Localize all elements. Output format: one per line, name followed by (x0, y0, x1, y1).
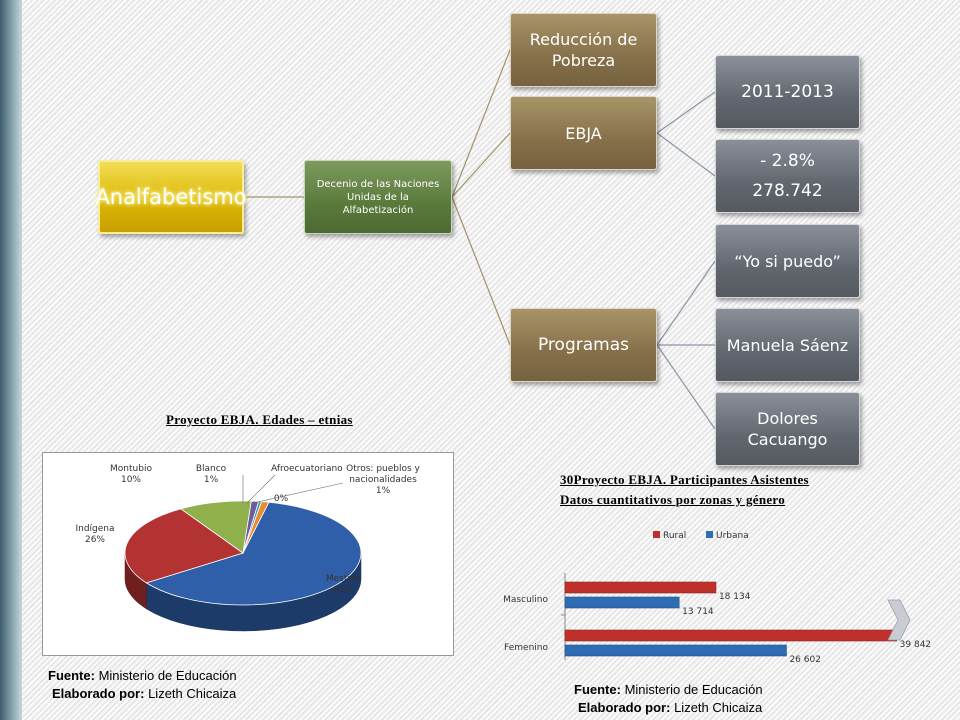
bar-fuente-label: Fuente: (574, 682, 621, 697)
pie-elaborado-label: Elaborado por: (52, 686, 145, 701)
legend-swatch-urbana (706, 531, 713, 538)
connector-decenio-programas (451, 196, 511, 346)
bar-highlight-urbana-masculino (565, 597, 680, 600)
pie-fuente-value: Ministerio de Educación (98, 668, 237, 683)
node-ebja: EBJA (510, 96, 657, 170)
pie-label-name-0: Mestizo (326, 574, 361, 584)
pie-fuente-label: Fuente: (48, 668, 95, 683)
node-programas: Programas (510, 308, 657, 382)
node-cantidad-label: 278.742 (752, 181, 823, 201)
bar-urbana-femenino (564, 644, 787, 657)
bar-fuente-value: Ministerio de Educación (624, 682, 763, 697)
pie-leader-otros (252, 482, 344, 504)
node-reduccion-label: Reducción de Pobreza (529, 30, 638, 70)
node-decenio-label: Decenio de las Naciones Unidas de la Alf… (316, 178, 440, 216)
pie-label-pct-3: 1% (204, 475, 219, 485)
bar-value-urbana-femenino: 26 602 (789, 655, 821, 665)
pie-slice-ind-gena (124, 508, 244, 584)
bar-highlight-rural-masculino (565, 582, 716, 585)
node-manuela-saenz: Manuela Sáenz (715, 308, 860, 382)
bar-urbana-masculino (564, 596, 680, 609)
node-datos-ebja: - 2.8% 278.742 (715, 139, 860, 213)
pie-elaborado-value: Lizeth Chicaiza (148, 686, 237, 701)
legend-swatch-rural (653, 531, 660, 538)
bar-chart-title-1: 30Proyecto EBJA. Participantes Asistente… (560, 472, 809, 487)
pie-slice-otros-pueblos-y-nacionalidades (242, 501, 270, 554)
node-ebja-label: EBJA (565, 123, 602, 143)
connector-decenio-reduccion (451, 49, 511, 198)
left-accent-bar (0, 0, 22, 720)
node-periodo-label: 2011-2013 (741, 82, 834, 102)
node-yo-si-puedo: “Yo si puedo” (715, 224, 860, 298)
pie-label-name-1: Indígena (75, 524, 114, 534)
pie-label-name-5: Otros: pueblos y (346, 464, 420, 474)
pie-chart-title: Proyecto EBJA. Edades – etnias (166, 412, 353, 427)
connector-programas-prog1 (656, 260, 716, 346)
legend-label-urbana: Urbana (716, 531, 749, 541)
pie-leader-afro (246, 474, 276, 504)
pie-label-pct-2: 10% (121, 475, 141, 485)
pie-label-name-4: Afroecuatoriano (271, 464, 343, 474)
connector-ebja-periodo (656, 91, 716, 134)
node-prog2-label: Manuela Sáenz (726, 335, 849, 355)
node-prog1-label: “Yo si puedo” (734, 251, 841, 271)
pie-label-pct-0: 62% (333, 585, 353, 595)
connector-programas-prog3 (656, 344, 716, 430)
node-dolores-cacuango: Dolores Cacuango (715, 392, 860, 466)
node-decenio: Decenio de las Naciones Unidas de la Alf… (304, 160, 452, 234)
bar-rural-masculino (564, 581, 717, 594)
pie-label-name-2: Montubio (110, 464, 152, 474)
node-analfabetismo-label: Analfabetismo (95, 185, 247, 209)
pie-source-line: Fuente: Ministerio de Educación (48, 668, 237, 683)
pie-label-pct-1: 26% (85, 535, 105, 545)
pie-chart: Mestizo62%Indígena26%Montubio10%Blanco1%… (75, 464, 421, 632)
bar-highlight-rural-femenino (565, 630, 897, 633)
bar-highlight-urbana-femenino (565, 645, 787, 648)
bar-value-urbana-masculino: 13 714 (682, 607, 714, 617)
bar-source-line: Fuente: Ministerio de Educación (574, 682, 763, 697)
node-reduccion-pobreza: Reducción de Pobreza (510, 13, 657, 87)
pie-label-name-5b: nacionalidades (349, 475, 417, 485)
pie-label-pct-5: 1% (376, 486, 391, 496)
bar-elaborado-label: Elaborado por: (578, 700, 671, 715)
legend-label-rural: Rural (663, 531, 686, 541)
node-prog3-label: Dolores Cacuango (747, 409, 828, 449)
bar-author-line: Elaborado por: Lizeth Chicaiza (578, 700, 762, 715)
pie-author-line: Elaborado por: Lizeth Chicaiza (52, 686, 236, 701)
bar-chart-title-2: Datos cuantitativos por zonas y género (560, 492, 786, 507)
node-periodo: 2011-2013 (715, 55, 860, 129)
node-variacion-label: - 2.8% (760, 151, 815, 171)
pie-slice-mestizo (145, 501, 362, 606)
connector-decenio-ebja (451, 132, 511, 198)
bar-category-femenino: Femenino (504, 643, 548, 653)
connector-ebja-datos (656, 132, 716, 177)
node-analfabetismo: Analfabetismo (95, 160, 247, 234)
pie-label-pct-4: 0% (274, 494, 289, 504)
bar-value-rural-femenino: 39 842 (900, 640, 932, 650)
bar-category-masculino: Masculino (503, 595, 548, 605)
node-programas-label: Programas (537, 335, 629, 355)
bar-value-rural-masculino: 18 134 (719, 592, 751, 602)
bar-elaborado-value: Lizeth Chicaiza (674, 700, 763, 715)
pie-slice-montubio (179, 500, 252, 554)
pie-label-name-3: Blanco (196, 464, 227, 474)
chevron-right-icon (887, 599, 911, 641)
